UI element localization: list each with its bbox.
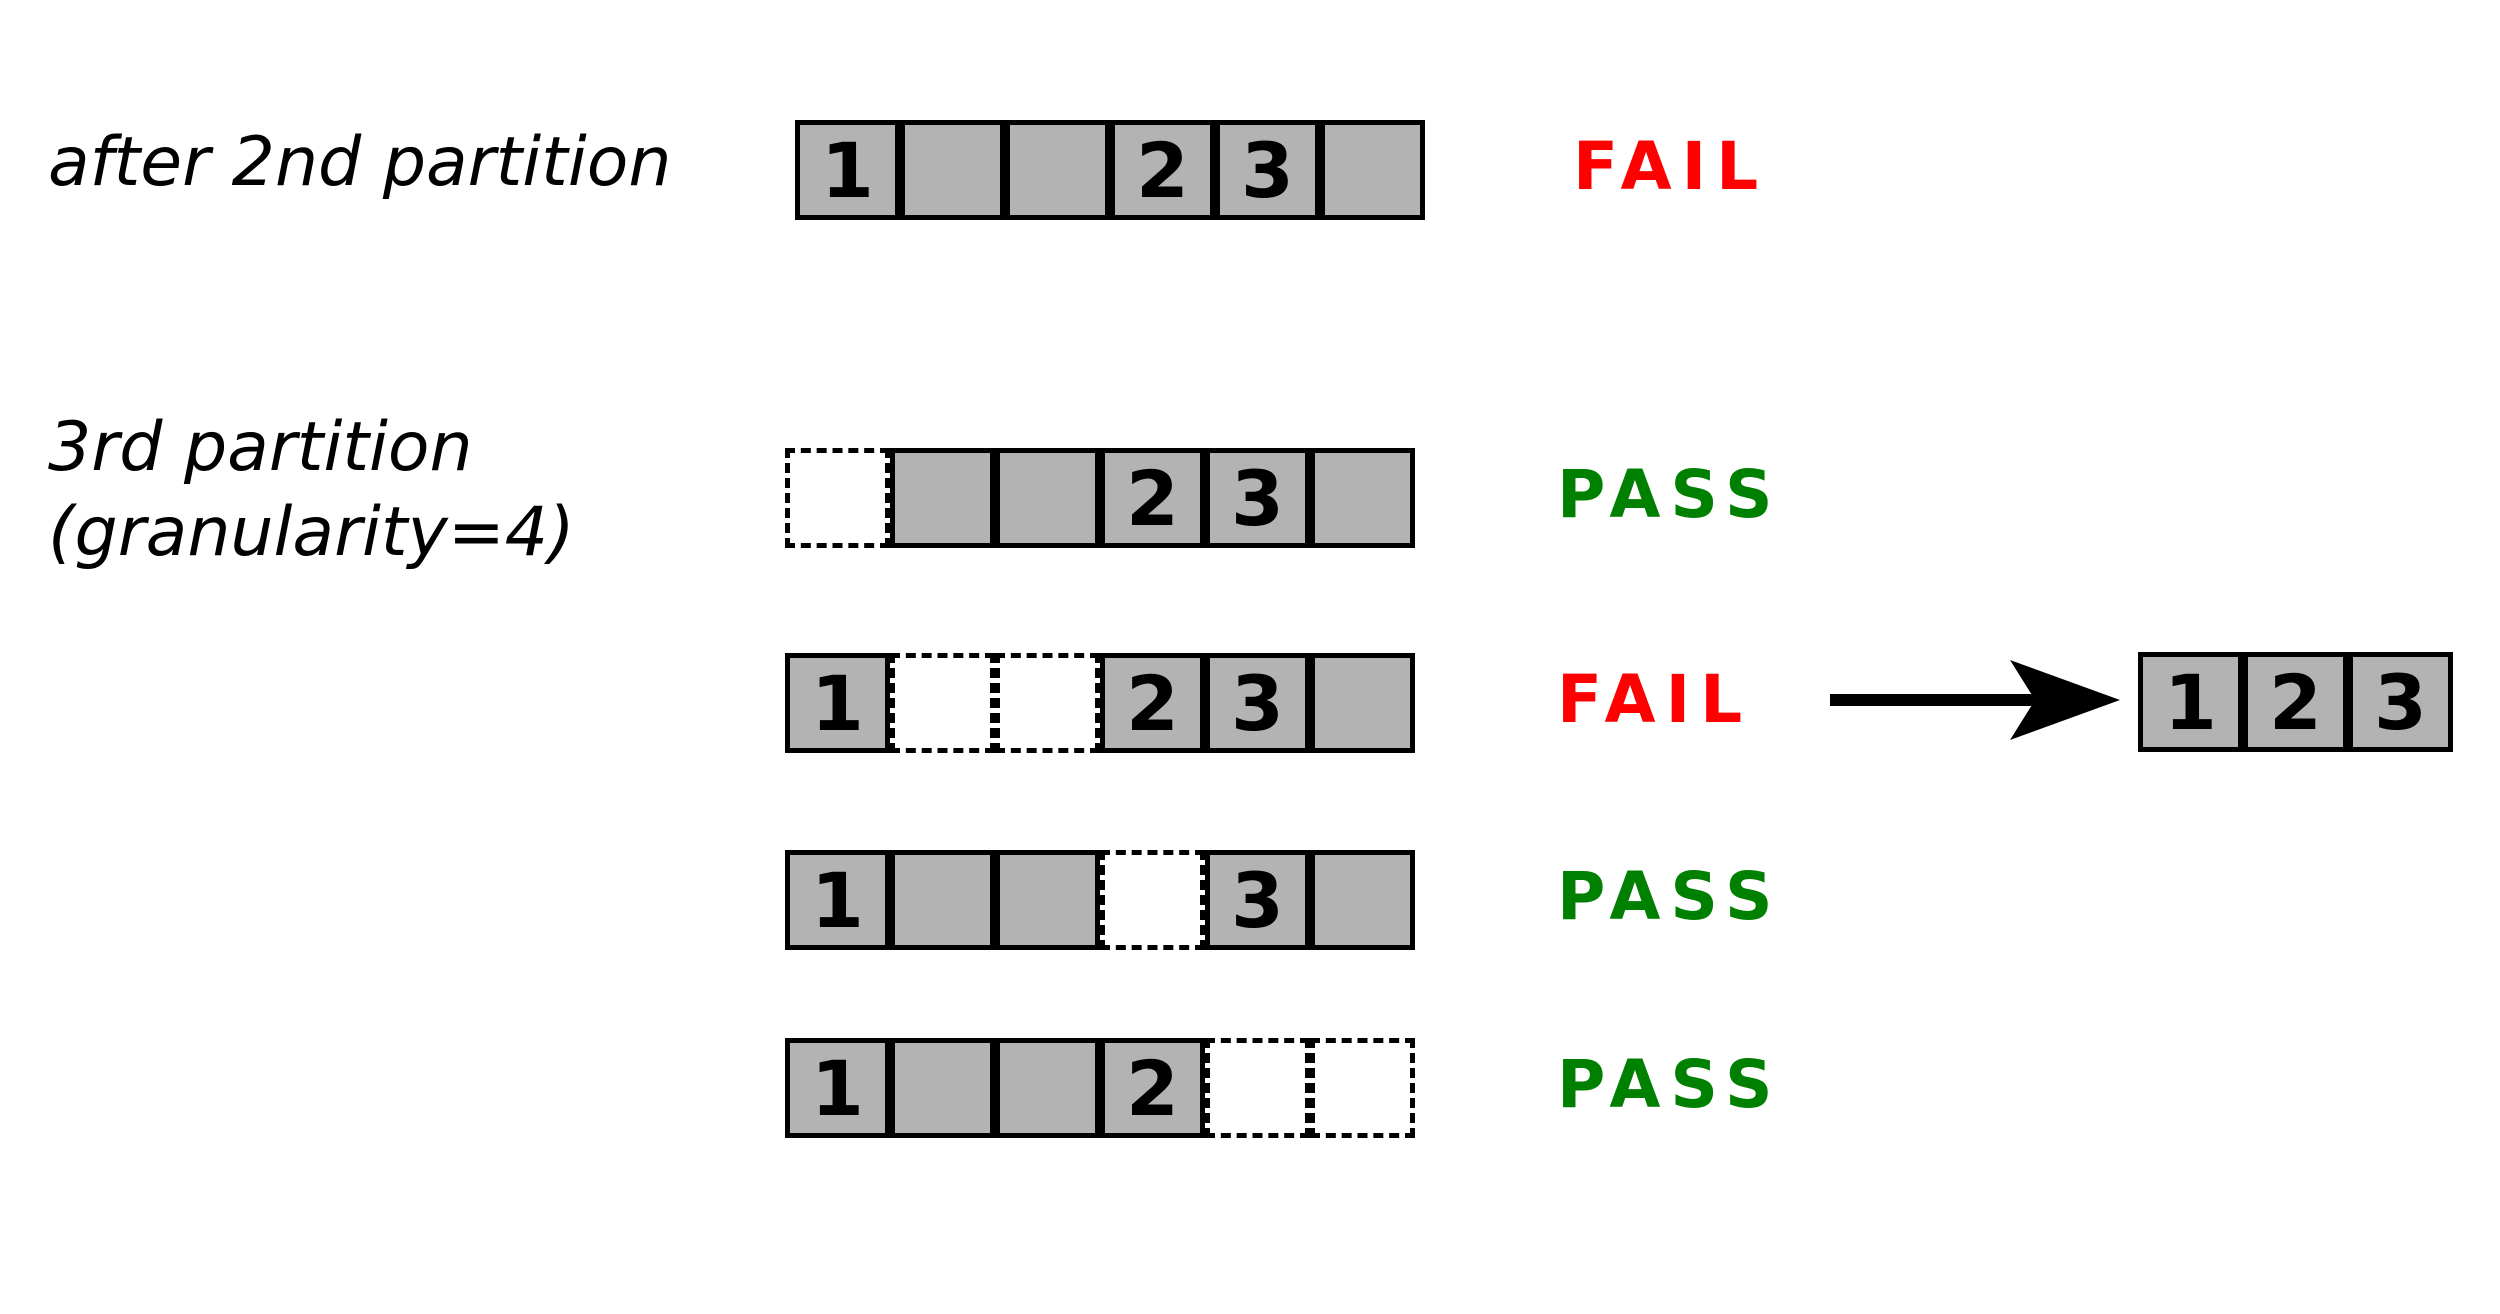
cell	[995, 448, 1100, 548]
cell	[995, 850, 1100, 950]
removed-cell	[1310, 1038, 1415, 1138]
cell: 3	[1205, 653, 1310, 753]
cell: 2	[1100, 448, 1205, 548]
cell: 2	[1110, 120, 1215, 220]
cell	[1005, 120, 1110, 220]
cell: 1	[785, 850, 890, 950]
cell	[1310, 850, 1415, 950]
status-fail: FAIL	[1573, 128, 1769, 205]
status-pass: PASS	[1557, 1046, 1783, 1123]
cell: 2	[1100, 653, 1205, 753]
cell: 1	[785, 653, 890, 753]
granularity-label: (granularity=4)	[48, 493, 575, 572]
result-cell: 2	[2243, 652, 2348, 752]
status-pass: PASS	[1557, 456, 1783, 533]
removed-cell	[1100, 850, 1205, 950]
third-partition-label: 3rd partition	[48, 408, 473, 487]
status-fail: FAIL	[1557, 661, 1753, 738]
cell	[890, 850, 995, 950]
after-second-partition-label: after 2nd partition	[48, 123, 672, 202]
cell	[890, 1038, 995, 1138]
cell: 3	[1205, 448, 1310, 548]
cell	[995, 1038, 1100, 1138]
arrow-right-icon	[1830, 660, 2120, 740]
cell	[1310, 448, 1415, 548]
removed-cell	[785, 448, 890, 548]
cell	[1320, 120, 1425, 220]
removed-cell	[995, 653, 1100, 753]
cell	[900, 120, 1005, 220]
removed-cell	[1205, 1038, 1310, 1138]
cell: 1	[795, 120, 900, 220]
cell	[1310, 653, 1415, 753]
cell: 1	[785, 1038, 890, 1138]
removed-cell	[890, 653, 995, 753]
status-pass: PASS	[1557, 858, 1783, 935]
cell: 3	[1205, 850, 1310, 950]
result-cell: 1	[2138, 652, 2243, 752]
cell	[890, 448, 995, 548]
cell: 2	[1100, 1038, 1205, 1138]
result-cell: 3	[2348, 652, 2453, 752]
cell: 3	[1215, 120, 1320, 220]
